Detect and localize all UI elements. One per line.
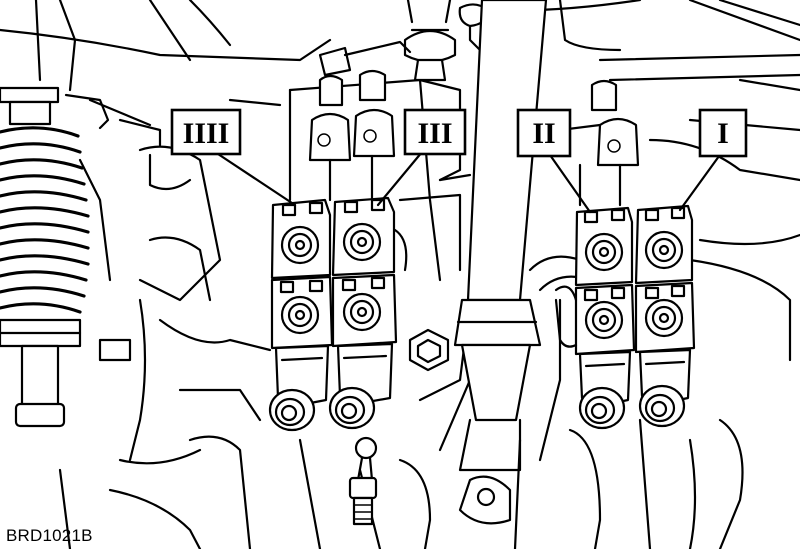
figure-reference-code: BRD1021B	[6, 526, 93, 545]
leader-line-2	[548, 153, 592, 214]
valve-1-body	[634, 204, 696, 428]
callout-valve-4: IIII	[170, 108, 242, 156]
leader-line-4	[213, 150, 297, 207]
valve-4-body	[268, 198, 334, 432]
leader-line-1	[678, 150, 724, 212]
lift-rod	[453, 0, 548, 472]
coil-spring-shock	[0, 86, 110, 428]
hex-nut	[408, 328, 450, 372]
callout-valve-1: I	[698, 108, 748, 158]
leader-line-3	[376, 150, 424, 207]
valve-2-body	[574, 206, 636, 430]
callout-valve-2: II	[516, 108, 572, 158]
valve-3-body	[328, 196, 398, 430]
valve-group-right	[554, 204, 696, 430]
callout-label-3: III	[417, 117, 452, 150]
callout-label-1: I	[717, 117, 729, 150]
key-pin	[348, 436, 378, 526]
callout-valve-3: III	[403, 108, 467, 156]
leader-lines	[213, 150, 724, 214]
valve-group-left	[268, 196, 408, 432]
callout-label-4: IIII	[183, 117, 230, 150]
callout-label-2: II	[532, 117, 555, 150]
